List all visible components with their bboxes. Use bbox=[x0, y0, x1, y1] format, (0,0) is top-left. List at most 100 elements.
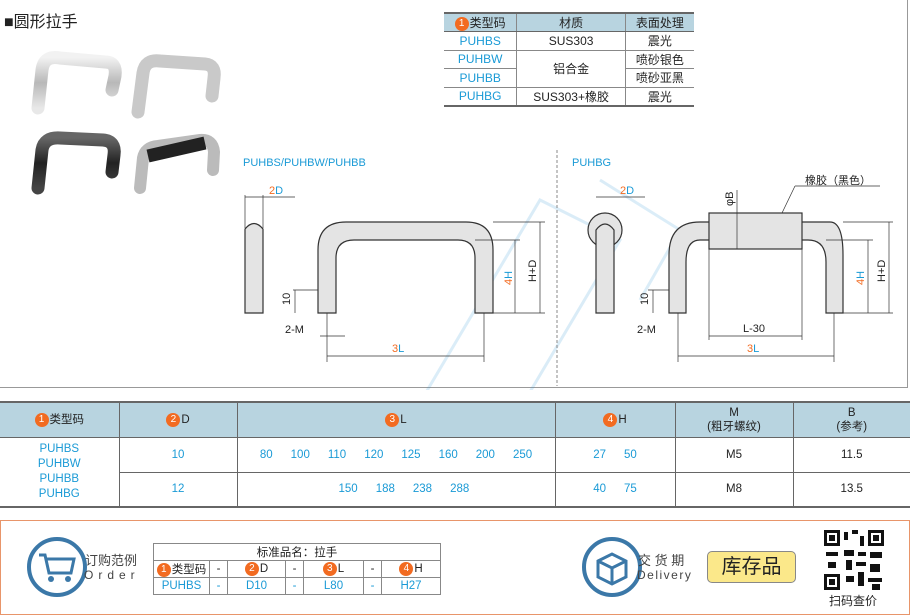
drawing-ten: 10 bbox=[639, 293, 651, 305]
qr-label: 扫码查价 bbox=[829, 594, 878, 608]
spec-table-rows-1-0: PUHBW bbox=[444, 50, 517, 69]
spec-table-header-num: 1 bbox=[454, 16, 469, 31]
order-label-cn: 订购范例 bbox=[85, 553, 138, 568]
delivery-label-cn: 交 货 期 bbox=[638, 553, 685, 568]
main-table-types-0: PUHBS bbox=[39, 442, 80, 455]
order-cols-2-label: D bbox=[259, 563, 269, 576]
main-table-rows-0-L-3: 120 bbox=[364, 448, 384, 461]
drawing-ten: 10 bbox=[281, 293, 293, 305]
order-title: 标准品名：拉手 bbox=[153, 543, 441, 561]
main-table-headers-5-sub: (参考) bbox=[836, 420, 868, 433]
main-table-headers-4-sub: (粗牙螺纹) bbox=[707, 420, 761, 433]
delivery-label-en: Delivery bbox=[637, 568, 693, 582]
main-table-headers-3-label: H bbox=[618, 413, 627, 426]
drawing-h: H bbox=[855, 271, 867, 279]
main-table-rows-0-L-4: 125 bbox=[401, 448, 421, 461]
page-title: ■圆形拉手 bbox=[4, 14, 78, 31]
order-label-en: Order bbox=[84, 568, 140, 582]
stock-badge: 库存品 bbox=[707, 551, 796, 583]
d-num: 2 bbox=[269, 185, 275, 197]
order-values-1: - bbox=[209, 577, 228, 595]
drawing-m: 2-M bbox=[285, 324, 304, 336]
main-table-rows-0-L-7: 250 bbox=[512, 448, 533, 461]
order-values-4: L80 bbox=[303, 577, 364, 595]
drawing-h: H bbox=[503, 271, 515, 279]
product-photo-silver bbox=[31, 51, 122, 115]
spec-table-rows-0-2: 震光 bbox=[624, 31, 694, 51]
order-values-5: - bbox=[363, 577, 382, 595]
svg-text:3L: 3L bbox=[392, 343, 404, 355]
drawing-l: L bbox=[398, 343, 404, 355]
order-values-0: PUHBS bbox=[153, 577, 210, 595]
product-panel bbox=[0, 0, 908, 388]
main-table-headers-2-label: L bbox=[400, 413, 407, 426]
main-table-rows-0-M: M5 bbox=[674, 437, 793, 473]
drawing-hd: H+D bbox=[876, 260, 888, 282]
product-photo-rubber bbox=[134, 133, 221, 194]
spec-table-rows-3-2: 震光 bbox=[624, 87, 694, 107]
main-table-rows-1-H-1: 75 bbox=[624, 483, 637, 496]
order-values-6: H27 bbox=[381, 577, 441, 595]
product-photo-silver-blasted bbox=[131, 54, 221, 119]
main-table-rows-1-M: M8 bbox=[674, 472, 793, 508]
order-cols-6-label: H bbox=[414, 563, 423, 576]
cart-icon bbox=[27, 537, 87, 597]
drawing-phib: φB bbox=[724, 192, 736, 206]
main-table-rows-0-D: 10 bbox=[118, 437, 237, 473]
main-table-rows-0-H-0: 27 bbox=[593, 448, 606, 461]
drawings: PUHBS/PUHBW/PUHBB PUHBG 2D 2D 3L 3L 2-M … bbox=[31, 51, 893, 390]
main-table-rows-1-H-0: 40 bbox=[593, 483, 606, 496]
order-values-2: D10 bbox=[227, 577, 286, 595]
main-table-headers-4-label: M bbox=[729, 406, 739, 419]
drawing-rubber: 橡胶（黑色） bbox=[805, 173, 871, 187]
drawing-d: D bbox=[275, 185, 283, 197]
spec-table-headers-0: 类型码 bbox=[469, 16, 506, 30]
main-table-rows-0-L-0: 80 bbox=[259, 448, 273, 461]
spec-table-headers-1: 材质 bbox=[516, 12, 626, 32]
order-cols-0-num: 1 bbox=[156, 562, 171, 577]
main-table-types-1: PUHBW bbox=[37, 457, 81, 470]
spec-table-rows-0-1: SUS303 bbox=[516, 31, 626, 51]
main-table-rows-0-L-5: 160 bbox=[438, 448, 458, 461]
order-cols-4-label: L bbox=[337, 563, 345, 576]
drawing-n2: 2 bbox=[620, 185, 626, 197]
watermark bbox=[425, 178, 683, 390]
drawing-n4: 4 bbox=[855, 279, 867, 285]
drawing-l: L bbox=[753, 343, 759, 355]
main-table-rows-0-L-1: 100 bbox=[290, 448, 310, 461]
order-cols-3-label: - bbox=[285, 560, 304, 578]
order-cols-5-label: - bbox=[363, 560, 382, 578]
main-table-headers-1-label: D bbox=[181, 413, 190, 426]
spec-table-headers-2: 表面处理 bbox=[624, 12, 694, 32]
spec-table-rows-2-0: PUHBB bbox=[444, 68, 517, 88]
drawing-n3: 3 bbox=[392, 343, 398, 355]
spec-table-rows-3-0: PUHBG bbox=[444, 87, 517, 107]
order-cols-1-label: - bbox=[209, 560, 228, 578]
order-values-3: - bbox=[285, 577, 304, 595]
qr-code[interactable] bbox=[824, 530, 884, 590]
drawing-d: D bbox=[626, 185, 634, 197]
product-photo-black bbox=[31, 131, 121, 195]
main-table-rows-1-L-1: 188 bbox=[375, 483, 395, 496]
svg-text:4H: 4H bbox=[503, 271, 515, 285]
main-table-rows-0-B: 11.5 bbox=[792, 437, 910, 473]
main-table-rows-1-L-3: 288 bbox=[450, 483, 470, 496]
main-table-rows-1-L-2: 238 bbox=[412, 483, 433, 496]
main-table-headers-2-num: 3 bbox=[385, 412, 400, 427]
order-cols-0-label: 类型码 bbox=[171, 564, 207, 576]
svg-text:2D: 2D bbox=[269, 185, 283, 197]
spec-table-rows-1-1: 铝合金 bbox=[516, 50, 626, 88]
main-table-headers-0-label: 类型码 bbox=[49, 413, 85, 426]
order-cols-4-num: 3 bbox=[322, 562, 337, 576]
main-table-headers-3-num: 4 bbox=[603, 412, 618, 427]
drawing-label-standard: PUHBS/PUHBW/PUHBB bbox=[243, 157, 366, 169]
main-table-rows-0-L-2: 110 bbox=[327, 448, 347, 461]
main-table-rows-0-L-6: 200 bbox=[475, 448, 495, 461]
drawing-l30: L-30 bbox=[743, 323, 765, 335]
